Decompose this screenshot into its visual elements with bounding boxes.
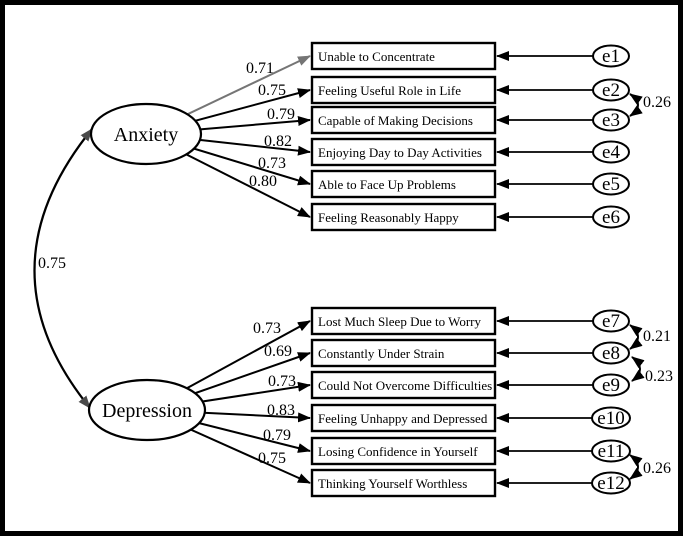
- latent-anxiety-ellipse: [89, 102, 203, 166]
- anxiety-loading-values: 0.71 0.75 0.79 0.82 0.73 0.80: [246, 60, 295, 190]
- indicator-box-3: [310, 105, 497, 135]
- error-ellipse-e9: [592, 373, 630, 397]
- indicator-label-8: Constantly Under Strain: [318, 346, 445, 361]
- covariance-arc-e11-e12: [629, 454, 643, 480]
- covariance-arc-e2-e3: [629, 93, 643, 117]
- error-label-e7: e7: [602, 311, 620, 332]
- indicator-label-5: Able to Face Up Problems: [318, 177, 456, 192]
- indicator-box-10: [310, 403, 497, 433]
- error-covariance-arcs: [629, 93, 645, 480]
- indicator-label-1: Unable to Concentrate: [318, 49, 435, 64]
- indicator-box-9: [310, 370, 497, 400]
- error-ellipse-e8: [592, 341, 630, 365]
- error-label-e4: e4: [602, 142, 620, 163]
- indicator-box-2: [310, 75, 497, 105]
- loading-value-6: 0.80: [249, 173, 277, 190]
- indicator-box-5: [310, 169, 497, 199]
- error-label-e12: e12: [597, 473, 624, 494]
- indicator-label-9: Could Not Overcome Difficulties: [318, 378, 492, 393]
- latent-anxiety-label: Anxiety: [114, 124, 178, 146]
- latent-depression-label: Depression: [102, 400, 192, 422]
- error-ellipse-e11: [591, 439, 631, 463]
- covariance-arc-e8-e9: [631, 356, 645, 382]
- indicator-label-10: Feeling Unhappy and Depressed: [318, 411, 488, 426]
- error-ellipse-e5: [592, 172, 630, 196]
- error-label-e2: e2: [602, 80, 620, 101]
- error-label-e9: e9: [602, 375, 620, 396]
- indicator-label-7: Lost Much Sleep Due to Worry: [318, 314, 481, 329]
- error-terms: e1 e2 e3 e4 e5 e6 e7 e8 e9 e10 e11 e12: [591, 44, 631, 495]
- indicator-box-8: [310, 338, 497, 368]
- indicator-label-4: Enjoying Day to Day Activities: [318, 145, 482, 160]
- loading-value-1: 0.71: [246, 60, 274, 77]
- latent-correlation-value: 0.75: [38, 255, 66, 272]
- anxiety-indicator-boxes: Unable to Concentrate Feeling Useful Rol…: [310, 41, 497, 232]
- loading-value-12: 0.75: [258, 450, 286, 467]
- error-label-e11: e11: [598, 441, 625, 462]
- error-label-e1: e1: [602, 46, 620, 67]
- loading-value-4: 0.82: [264, 133, 292, 150]
- loading-value-5: 0.73: [258, 155, 286, 172]
- error-label-e8: e8: [602, 343, 620, 364]
- loading-value-8: 0.69: [264, 343, 292, 360]
- error-ellipse-e1: [592, 44, 630, 68]
- covariance-arc-e7-e8: [629, 324, 643, 350]
- loading-value-10: 0.83: [267, 402, 295, 419]
- loading-value-7: 0.73: [253, 320, 281, 337]
- loading-value-2: 0.75: [258, 82, 286, 99]
- latent-depression-ellipse: [87, 378, 207, 442]
- depression-indicator-boxes: Lost Much Sleep Due to Worry Constantly …: [310, 306, 497, 498]
- error-ellipse-e12: [591, 471, 631, 495]
- error-label-e10: e10: [597, 408, 624, 429]
- indicator-box-6: [310, 202, 497, 232]
- indicator-box-7: [310, 306, 497, 336]
- error-ellipse-e10: [591, 406, 631, 430]
- indicator-box-4: [310, 137, 497, 167]
- covariance-value-e8-e9: 0.23: [645, 368, 673, 385]
- error-ellipse-e4: [592, 140, 630, 164]
- covariance-value-e2-e3: 0.26: [643, 94, 671, 111]
- indicator-box-12: [310, 468, 497, 498]
- depression-loading-values: 0.73 0.69 0.73 0.83 0.79 0.75: [253, 320, 296, 467]
- error-label-e6: e6: [602, 207, 620, 228]
- error-label-e3: e3: [602, 110, 620, 131]
- indicator-label-11: Losing Confidence in Yourself: [318, 444, 478, 459]
- covariance-value-e11-e12: 0.26: [643, 460, 671, 477]
- error-ellipse-e6: [592, 205, 630, 229]
- loading-value-9: 0.73: [268, 373, 296, 390]
- loading-value-3: 0.79: [267, 106, 295, 123]
- error-ellipse-e3: [592, 108, 630, 132]
- indicator-label-2: Feeling Useful Role in Life: [318, 83, 461, 98]
- loading-value-11: 0.79: [263, 427, 291, 444]
- indicator-label-6: Feeling Reasonably Happy: [318, 210, 459, 225]
- error-label-e5: e5: [602, 174, 620, 195]
- covariance-value-e7-e8: 0.21: [643, 328, 671, 345]
- error-ellipse-e2: [592, 78, 630, 102]
- latent-correlation-path: [33, 128, 93, 409]
- indicator-box-11: [310, 436, 497, 466]
- error-ellipse-e7: [592, 309, 630, 333]
- indicator-box-1: [310, 41, 497, 71]
- indicator-label-3: Capable of Making Decisions: [318, 113, 473, 128]
- indicator-label-12: Thinking Yourself Worthless: [318, 476, 467, 491]
